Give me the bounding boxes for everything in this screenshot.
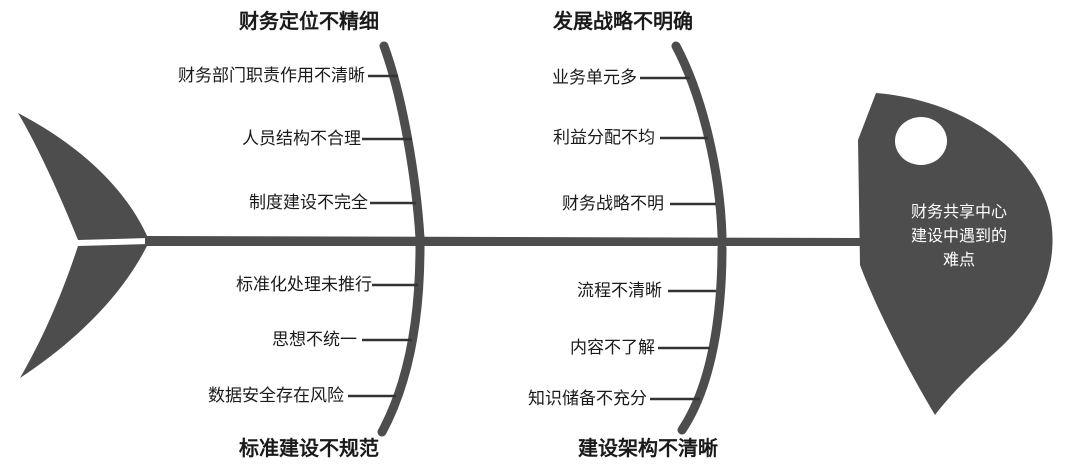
cause-bottom-left-1: 标准化处理未推行 — [236, 275, 372, 295]
fish-spine — [145, 236, 862, 246]
rib-bottom-right — [677, 243, 727, 435]
cause-bottom-right-1: 流程不清晰 — [577, 281, 662, 301]
cause-top-right-3: 财务战略不明 — [562, 194, 664, 214]
rib-top-left — [379, 41, 425, 243]
cause-bottom-right-3: 知识储备不充分 — [528, 389, 647, 409]
rib-bottom-left — [377, 241, 425, 437]
cause-top-left-1: 财务部门职责作用不清晰 — [178, 66, 365, 86]
cause-top-right-1: 业务单元多 — [552, 68, 637, 88]
rib-top-right — [671, 41, 727, 241]
cause-bottom-left-3: 数据安全存在风险 — [208, 386, 344, 406]
title-top-right: 发展战略不明确 — [553, 9, 693, 33]
problem-statement: 财务共享中心 建设中遇到的 难点 — [874, 200, 1044, 272]
fish-eye — [895, 117, 947, 165]
cause-top-left-2: 人员结构不合理 — [242, 129, 361, 149]
cause-top-right-2: 利益分配不均 — [553, 128, 655, 148]
fish-tail-upper — [18, 113, 148, 240]
problem-line-3: 难点 — [942, 250, 975, 269]
title-top-left: 财务定位不精细 — [239, 9, 379, 33]
problem-line-1: 财务共享中心 — [910, 202, 1007, 221]
title-bottom-right: 建设架构不清晰 — [578, 436, 718, 460]
title-bottom-left: 标准建设不规范 — [239, 436, 379, 460]
cause-bottom-left-2: 思想不统一 — [272, 330, 357, 350]
fish-head — [858, 93, 1053, 415]
problem-line-2: 建设中遇到的 — [910, 226, 1007, 245]
cause-bottom-right-2: 内容不了解 — [570, 338, 655, 358]
cause-top-left-3: 制度建设不完全 — [249, 193, 368, 213]
fish-tail-lower — [20, 244, 148, 378]
